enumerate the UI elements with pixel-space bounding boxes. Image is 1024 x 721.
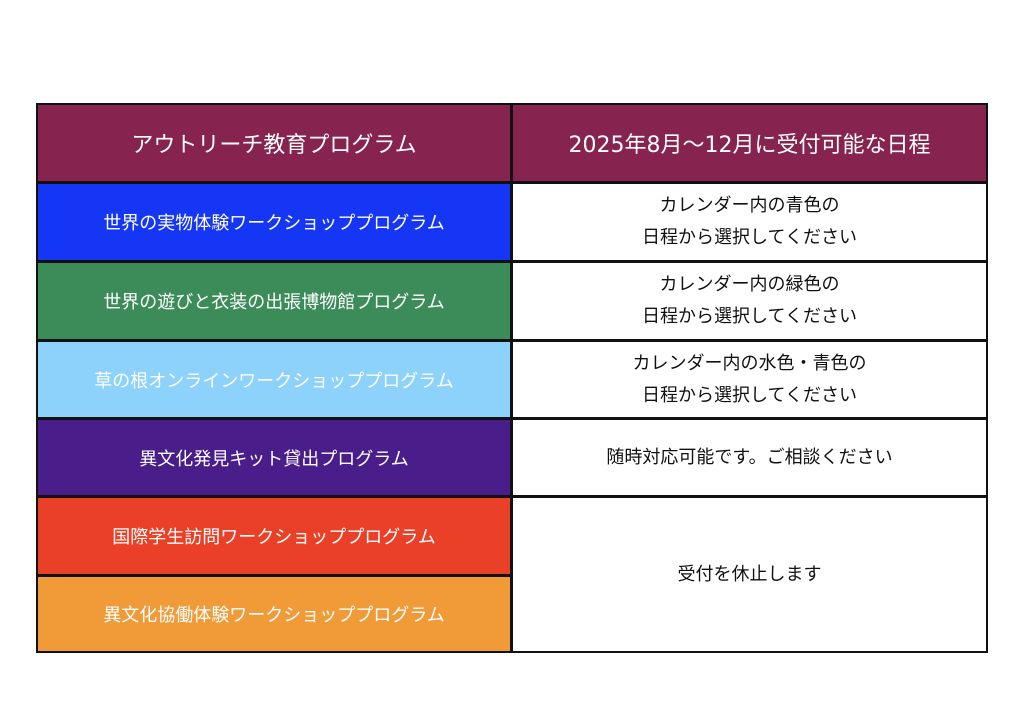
header-schedule-cell: 2025年8月～12月に受付可能な日程 <box>513 105 986 181</box>
header-program-cell: アウトリーチ教育プログラム <box>38 105 510 181</box>
program-cell: 世界の遊びと衣装の出張博物館プログラム <box>38 263 510 339</box>
schedule-cell: カレンダー内の青色の日程から選択してください <box>513 184 986 260</box>
program-cell: 異文化発見キット貸出プログラム <box>38 420 510 495</box>
schedule-cell: カレンダー内の緑色の日程から選択してください <box>513 263 986 339</box>
merged-schedule-cell: 受付を休止します <box>513 498 986 651</box>
header-program-label: アウトリーチ教育プログラム <box>131 133 417 158</box>
schedule-cell: カレンダー内の水色・青色の日程から選択してください <box>513 342 986 417</box>
program-name: 草の根オンラインワークショッププログラム <box>94 370 454 392</box>
outreach-program-table: アウトリーチ教育プログラム 2025年8月～12月に受付可能な日程 世界の実物体… <box>36 103 988 653</box>
schedule-line: カレンダー内の水色・青色の <box>632 352 867 374</box>
program-name: 国際学生訪問ワークショッププログラム <box>112 527 436 548</box>
schedule-line: 受付を休止します <box>677 563 822 585</box>
schedule-line: カレンダー内の青色の <box>659 195 840 216</box>
program-cell: 国際学生訪問ワークショッププログラム <box>38 498 510 574</box>
program-name: 世界の実物体験ワークショッププログラム <box>103 213 445 234</box>
schedule-line: 日程から選択してください <box>642 306 857 327</box>
schedule-cell: 随時対応可能です。ご相談ください <box>513 420 986 495</box>
program-name: 異文化発見キット貸出プログラム <box>139 448 409 470</box>
schedule-line: 随時対応可能です。ご相談ください <box>606 446 893 468</box>
program-cell: 草の根オンラインワークショッププログラム <box>38 342 510 417</box>
schedule-line: カレンダー内の緑色の <box>659 274 840 295</box>
schedule-line: 日程から選択してください <box>642 227 857 248</box>
header-schedule-label: 2025年8月～12月に受付可能な日程 <box>568 133 931 158</box>
program-cell: 異文化協働体験ワークショッププログラム <box>38 577 510 651</box>
program-cell: 世界の実物体験ワークショッププログラム <box>38 184 510 260</box>
schedule-line: 日程から選択してください <box>642 384 857 406</box>
program-name: 異文化協働体験ワークショッププログラム <box>103 605 445 626</box>
program-name: 世界の遊びと衣装の出張博物館プログラム <box>103 292 445 313</box>
